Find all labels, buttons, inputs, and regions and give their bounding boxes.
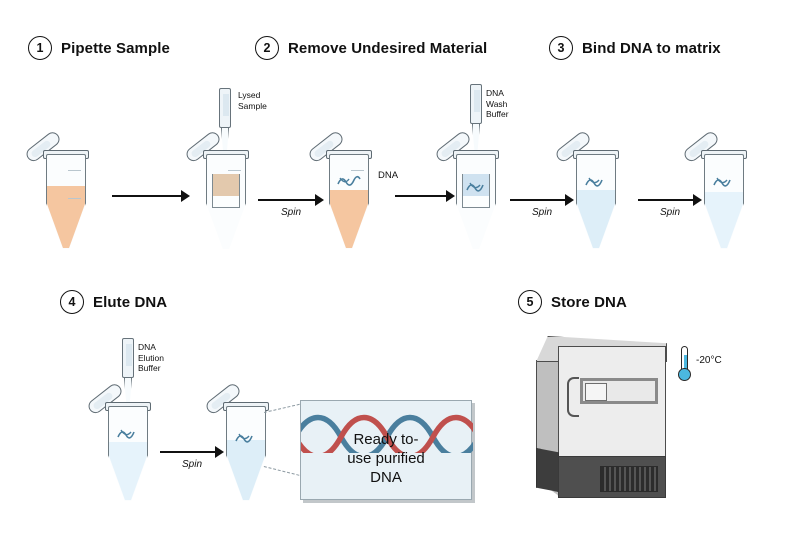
pipette-label-wash-buffer: DNA Wash Buffer <box>486 88 509 119</box>
pipette-barrel <box>122 338 134 378</box>
ultra-low-freezer <box>536 336 667 506</box>
process-arrow-3 <box>395 188 455 206</box>
tube-washed-column <box>553 129 620 250</box>
liquid-wash-cone <box>577 204 615 248</box>
freezer-base-side <box>536 448 559 492</box>
arrow-label-2: Spin <box>280 207 301 218</box>
step-number-badge-4: 4 <box>60 290 84 314</box>
step-heading-3: 3 Bind DNA to matrix <box>549 36 721 60</box>
process-arrow-5: Spin <box>638 192 702 218</box>
step-title-1: Pipette Sample <box>61 39 170 57</box>
tube-cone <box>206 203 246 249</box>
liquid-wash <box>577 190 615 204</box>
graduation-mark <box>68 198 81 199</box>
dna-strand-icon <box>235 433 253 443</box>
step-number-badge-1: 1 <box>28 36 52 60</box>
step-heading-4: 4 Elute DNA <box>60 290 167 314</box>
temperature-label: -20°C <box>696 355 722 366</box>
tube-purified-dna <box>203 381 270 502</box>
storage-temperature: -20°C <box>676 346 736 386</box>
tube-dried-column <box>681 129 748 250</box>
tube-spin-column-loaded <box>183 129 250 250</box>
step-number-badge-3: 3 <box>549 36 573 60</box>
process-arrow-4: Spin <box>510 192 574 218</box>
tube-lysate-sample <box>23 129 90 250</box>
purified-dna-panel: Ready to- use purified DNA <box>300 400 473 500</box>
arrow-label-4: Spin <box>531 207 552 218</box>
pipette-label-elution-buffer: DNA Elution Buffer <box>138 342 164 373</box>
liquid-purified <box>227 440 265 456</box>
freezer-vent-grille <box>600 466 658 492</box>
step-title-2: Remove Undesired Material <box>288 39 488 57</box>
thermometer-mercury <box>684 355 687 373</box>
tube-flowthrough <box>306 129 373 250</box>
step-title-3: Bind DNA to matrix <box>582 39 721 57</box>
liquid-purified-cone <box>227 456 265 500</box>
process-arrow-2: Spin <box>258 192 324 218</box>
pipette-barrel <box>219 88 231 128</box>
dna-tag: DNA <box>378 170 399 181</box>
step-title-4: Elute DNA <box>93 293 168 311</box>
pipette-label-lysed-sample: Lysed Sample <box>238 90 267 111</box>
pipette-barrel <box>470 84 482 124</box>
dna-strand-icon <box>117 429 135 439</box>
tube-elution-loaded <box>85 381 152 502</box>
arrow-label-5: Spin <box>659 207 680 218</box>
process-arrow-6: Spin <box>160 444 224 470</box>
freezer-door-handle[interactable] <box>567 377 579 417</box>
purified-dna-caption: Ready to- use purified DNA <box>347 431 425 486</box>
graduation-mark <box>228 170 241 171</box>
tube-cone <box>456 203 496 249</box>
step-number-badge-2: 2 <box>255 36 279 60</box>
step-heading-2: 2 Remove Undesired Material <box>255 36 487 60</box>
dna-double-helix-icon <box>301 414 473 453</box>
liquid-sample <box>47 186 85 204</box>
step-title-5: Store DNA <box>551 293 627 311</box>
dna-strand-icon <box>713 177 731 187</box>
graduation-mark <box>68 170 81 171</box>
freezer-control-panel[interactable] <box>580 378 658 404</box>
tube-bound-dna <box>433 129 500 250</box>
liquid-flowthrough <box>330 190 368 204</box>
thermometer-bulb <box>678 368 691 381</box>
liquid-flowthrough-cone <box>330 204 368 248</box>
dna-strand-icon <box>337 175 361 186</box>
graduation-mark <box>351 170 364 171</box>
liquid-residual-cone <box>705 204 743 248</box>
step-heading-5: 5 Store DNA <box>518 290 627 314</box>
freezer-display-screen <box>585 383 607 401</box>
step-number-badge-5: 5 <box>518 290 542 314</box>
liquid-residual <box>705 192 743 204</box>
step-heading-1: 1 Pipette Sample <box>28 36 170 60</box>
process-arrow-1 <box>112 188 190 206</box>
dna-strand-icon <box>585 177 603 187</box>
dna-strand-icon <box>466 182 484 192</box>
column-matrix <box>463 174 489 196</box>
liquid-elution <box>109 442 147 456</box>
column-matrix <box>213 174 239 196</box>
arrow-label-6: Spin <box>181 459 202 470</box>
liquid-sample-cone <box>47 204 85 248</box>
liquid-elution-cone <box>109 456 147 500</box>
